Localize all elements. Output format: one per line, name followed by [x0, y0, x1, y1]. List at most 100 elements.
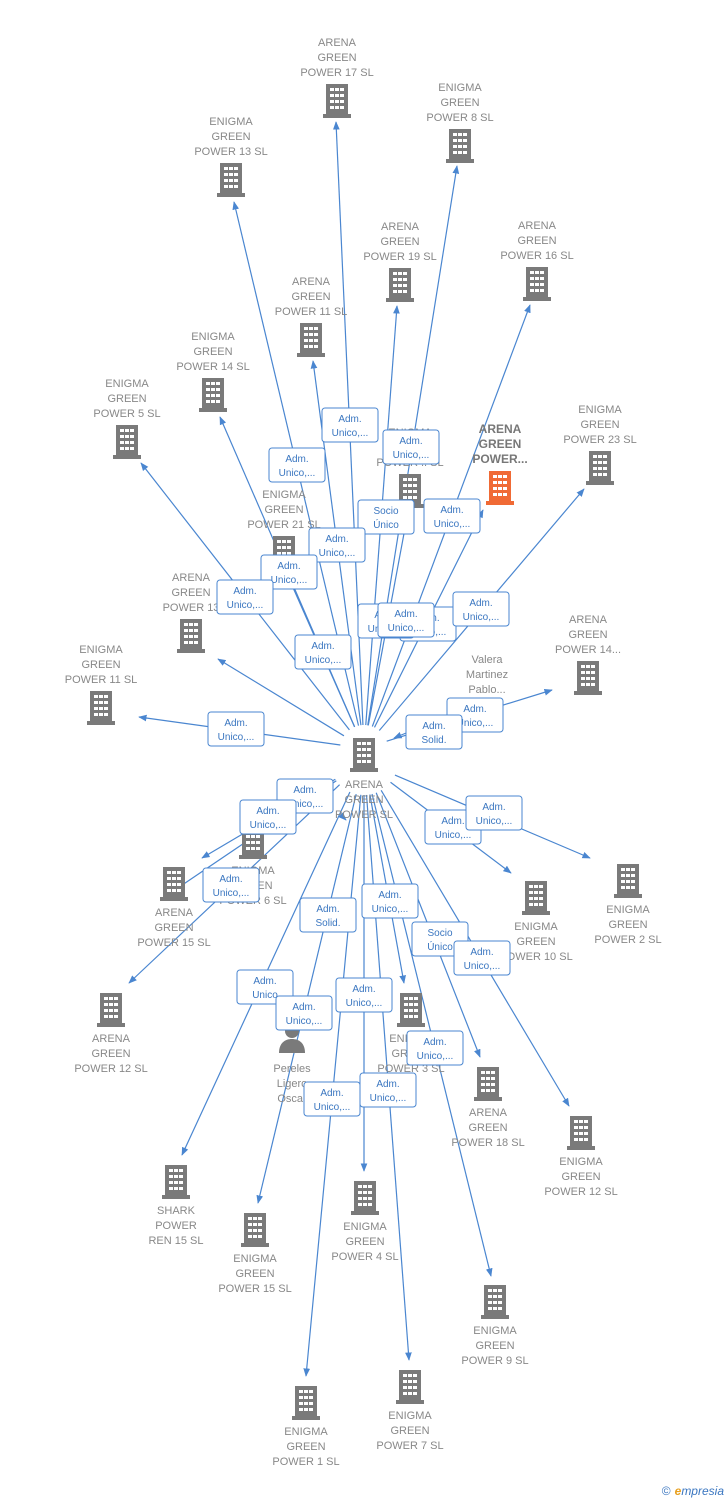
relation-label-n7[interactable]: Adm.Unico,... — [260, 554, 318, 590]
building-icon — [586, 451, 614, 485]
building-icon — [350, 738, 378, 772]
node-label-line: ARENA — [479, 422, 522, 436]
node-label-line: SHARK — [157, 1205, 196, 1217]
node-label-line: POWER 2 SL — [594, 934, 661, 946]
relation-label-n16[interactable]: Adm.Unico,... — [207, 711, 265, 747]
node-label-line: POWER 14... — [555, 644, 621, 656]
building-icon — [567, 1116, 595, 1150]
relation-label-text: Adm. — [394, 609, 417, 620]
node-label-line: POWER... — [472, 452, 527, 466]
building-icon — [113, 425, 141, 459]
node-label-line: POWER 1 SL — [272, 1456, 339, 1468]
relation-label-n2[interactable]: Adm.Unico,... — [382, 429, 440, 465]
node-label-line: GREEN — [154, 922, 193, 934]
relation-label-text: Unico,... — [372, 904, 409, 915]
relation-label-n6[interactable]: Adm.Unico,... — [308, 527, 366, 563]
relation-label-text: Adm. — [277, 561, 300, 572]
relation-label-text: Adm. — [352, 984, 375, 995]
relation-label-n28[interactable]: Adm.Unico,... — [335, 977, 393, 1013]
relation-label-n8[interactable]: Adm.Unico,... — [216, 579, 274, 615]
brand-logo-initial: e — [674, 1484, 682, 1498]
relation-label-n30[interactable]: Adm.Unico,... — [359, 1072, 417, 1108]
relation-label-text: Adm. — [256, 806, 279, 817]
company-node-n10[interactable]: ARENAGREENPOWER... — [472, 422, 528, 505]
relation-label-text: Unico,... — [250, 820, 287, 831]
relation-label-n10[interactable]: Adm.Unico,... — [377, 602, 435, 638]
person-node-n15[interactable]: ValeraMartinezPablo... — [466, 654, 508, 731]
node-label-line: ARENA — [345, 779, 384, 791]
relation-label-n20[interactable]: Adm.Unico,... — [465, 795, 523, 831]
relation-label-text: Unico,... — [213, 888, 250, 899]
node-label-line: Pablo... — [468, 684, 505, 696]
relation-label-text: Unico,... — [434, 519, 471, 530]
node-label-line: ARENA — [318, 37, 357, 49]
node-label-line: GREEN — [475, 1340, 514, 1352]
relation-label-n3[interactable]: Adm.Unico,... — [268, 447, 326, 483]
relation-label-n15[interactable]: Adm.Solid. — [405, 714, 463, 750]
relation-label-n5[interactable]: Adm. Unico,... — [423, 498, 481, 534]
relation-label-text: Único — [427, 940, 453, 953]
relation-label-text: Socio — [373, 506, 398, 517]
relation-label-n25[interactable]: Adm.Unico,... — [453, 940, 511, 976]
node-label-line: ARENA — [92, 1033, 131, 1045]
building-icon — [351, 1181, 379, 1215]
edge-labels-layer: Adm. Unico,... Adm. Unico,... Adm. Unico,... S… — [202, 407, 523, 1117]
relation-label-n31[interactable]: Adm.Unico,... — [303, 1081, 361, 1117]
relation-label-text: Adm. — [440, 505, 463, 516]
node-label-line: POWER 17 SL — [300, 67, 373, 79]
building-icon — [523, 267, 551, 301]
building-icon — [177, 619, 205, 653]
relation-label-n13[interactable]: Adm.Unico,... — [294, 634, 352, 670]
relation-label-text: Adm. — [253, 976, 276, 987]
relation-label-n1[interactable]: Adm.Unico,... — [321, 407, 379, 443]
node-label-line: GREEN — [264, 504, 303, 516]
relation-label-text: Adm. — [470, 947, 493, 958]
node-label-line: ENIGMA — [559, 1156, 603, 1168]
relation-label-text: Adm. — [376, 1079, 399, 1090]
node-label-line: POWER 19 SL — [363, 251, 436, 263]
relation-label-n22[interactable]: Adm.Unico,... — [361, 883, 419, 919]
relation-label-n23[interactable]: Adm.Solid. — [299, 897, 357, 933]
node-label-line: ARENA — [469, 1107, 508, 1119]
relation-label-n21[interactable]: Adm.Unico,... — [202, 867, 260, 903]
relation-label-n29[interactable]: Adm.Unico,... — [406, 1030, 464, 1066]
brand-logo-text: mpresia — [681, 1484, 724, 1498]
node-label-line: ARENA — [172, 572, 211, 584]
node-label-line: POWER 18 SL — [451, 1137, 524, 1149]
node-label-line: POWER 15 SL — [137, 937, 210, 949]
node-label-line: GREEN — [81, 659, 120, 671]
relation-label-n18[interactable]: Adm. Unico,... — [239, 799, 297, 835]
relation-label-n27[interactable]: Adm.Unico,... — [275, 995, 333, 1031]
relation-label-text: Adm. — [422, 721, 445, 732]
relation-label-n11[interactable]: Adm.Unico,... — [452, 591, 510, 627]
